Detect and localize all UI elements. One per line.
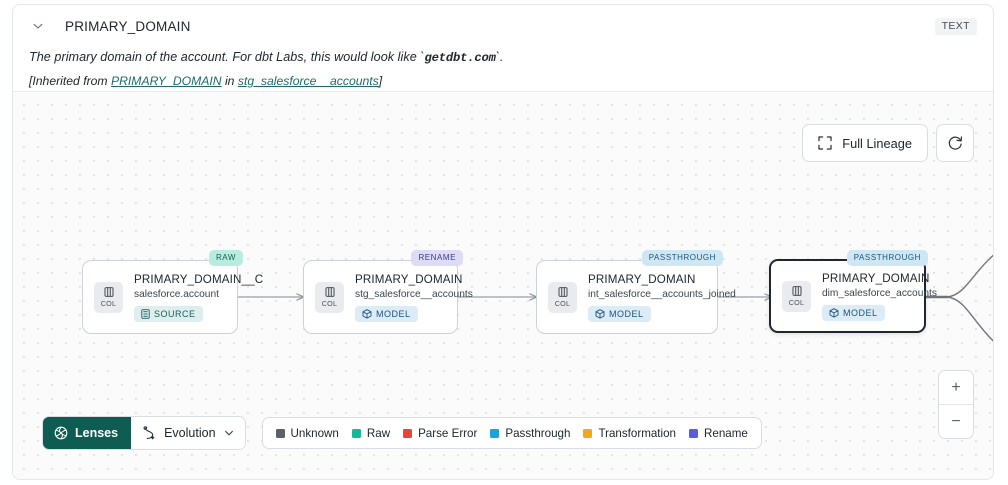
evolution-label: Evolution [164,426,216,440]
column-type-chip: COL [94,281,123,313]
legend-item-parse-error: Parse Error [403,427,477,440]
legend-item-raw: Raw [351,426,391,440]
column-chip-label: COL [321,299,338,308]
database-icon [141,308,150,319]
column-type-chip: COL [548,281,577,313]
node-title: PRIMARY_DOMAIN [588,272,696,286]
column-icon [324,287,335,297]
legend-item-unknown: Unknown [275,426,339,440]
column-type-chip: COL [782,280,811,312]
refresh-button[interactable] [936,124,974,162]
node-type-label: MODEL [609,308,644,319]
legend-item-transformation: Transformation [583,427,676,440]
node-type-label: SOURCE [154,308,196,319]
node-kind-badge: RENAME [411,250,463,266]
lineage-legend: Unknown Raw Parse Error Passthrough Tran… [261,417,762,449]
lineage-node-int-salesforce-accounts-joined[interactable]: PASSTHROUGH COL PRIMARY_DOMAIN int_sales… [536,250,736,334]
column-description: The primary domain of the account. For d… [29,50,977,65]
legend-label: Raw [366,426,391,440]
legend-label: Passthrough [505,426,571,440]
zoom-in-button[interactable]: + [939,371,973,405]
status-badge: TEXT [934,18,977,35]
lens-group: Lenses Evolution [42,416,246,450]
description-code: getdbt.com [424,51,496,65]
legend-label: Transformation [598,426,677,440]
node-kind-badge: RAW [208,250,243,266]
full-lineage-label: Full Lineage [842,135,912,151]
expand-icon [818,136,832,150]
node-kind-badge: PASSTHROUGH [641,250,723,266]
chevron-down-icon[interactable] [31,19,45,33]
legend-label: Unknown [290,426,339,440]
lineage-edges [238,254,993,342]
legend-swatch [490,428,500,438]
node-body: PRIMARY_DOMAIN__C salesforce.account SOU… [134,273,263,322]
node-type-label: MODEL [843,307,878,318]
column-icon [557,287,568,297]
node-subtitle: stg_salesforce__accounts [355,288,473,300]
legend-item-passthrough: Passthrough [490,427,570,440]
node-type-pill: MODEL [822,304,885,321]
inherited-from-line: [Inherited from PRIMARY_DOMAIN in stg_sa… [29,74,977,88]
lineage-node-primary-domain-c[interactable]: RAW COL PRIMARY_DOMAIN__C salesforce.acc… [82,250,263,334]
description-suffix: `. [495,50,504,64]
legend-swatch [583,428,593,438]
inherited-prefix: [Inherited from [29,74,111,88]
zoom-controls: + − [938,370,974,439]
legend-label: Rename [704,426,748,440]
inherited-model-link[interactable]: stg_salesforce__accounts [237,74,379,88]
legend-label: Parse Error [418,426,478,440]
description-prefix: The primary domain of the account. For d… [29,50,425,64]
node-type-pill: MODEL [355,305,418,322]
legend-swatch [689,428,699,438]
column-type-chip: COL [315,281,344,313]
full-lineage-button[interactable]: Full Lineage [802,124,928,162]
node-subtitle: int_salesforce__accounts_joined [588,288,736,300]
column-chip-label: COL [788,298,805,307]
column-icon [103,287,114,297]
chevron-down-icon [223,427,235,439]
legend-swatch [403,428,413,438]
node-kind-badge: PASSTHROUGH [846,250,928,266]
column-lineage-panel: PRIMARY_DOMAIN TEXT The primary domain o… [12,4,994,480]
canvas-bottom-bar: Lenses Evolution [42,416,762,450]
refresh-icon [947,135,964,152]
canvas-top-controls: Full Lineage [802,124,974,162]
column-chip-label: COL [554,299,571,308]
panel-header: PRIMARY_DOMAIN TEXT The primary domain o… [13,5,993,91]
cube-icon [595,308,605,319]
cube-icon [829,307,839,318]
evolution-icon [142,425,157,441]
node-subtitle: dim_salesforce_accounts [822,287,937,299]
evolution-dropdown[interactable]: Evolution [131,417,245,449]
inherited-mid: in [221,74,238,88]
lenses-label: Lenses [75,426,119,440]
lineage-node-dim-salesforce-accounts[interactable]: PASSTHROUGH COL PRIMARY_DOMAIN dim_sales… [769,250,937,333]
lineage-node-stg-salesforce-accounts[interactable]: RENAME COL PRIMARY_DOMAIN stg_salesforce… [303,250,473,334]
node-title: PRIMARY_DOMAIN [355,272,463,286]
node-subtitle: salesforce.account [134,288,219,300]
title-row: PRIMARY_DOMAIN [29,15,977,37]
column-chip-label: COL [100,299,117,308]
node-type-label: MODEL [376,308,411,319]
lenses-button[interactable]: Lenses [43,417,132,449]
aperture-icon [54,426,68,440]
node-title: PRIMARY_DOMAIN [822,271,930,285]
node-body: PRIMARY_DOMAIN dim_salesforce_accounts M… [822,272,937,321]
node-body: PRIMARY_DOMAIN stg_salesforce__accounts … [355,273,473,322]
legend-item-rename: Rename [689,427,748,440]
column-icon [791,286,802,296]
node-type-pill: MODEL [588,305,651,322]
page-title: PRIMARY_DOMAIN [65,18,191,34]
node-body: PRIMARY_DOMAIN int_salesforce__accounts_… [588,273,736,322]
node-title: PRIMARY_DOMAIN__C [134,272,264,286]
node-type-pill: SOURCE [134,305,203,322]
legend-swatch [275,428,285,438]
inherited-column-link[interactable]: PRIMARY_DOMAIN [110,74,222,88]
legend-swatch [351,428,361,438]
inherited-suffix: ] [378,74,383,88]
zoom-out-button[interactable]: − [951,412,961,430]
cube-icon [362,308,372,319]
lineage-canvas[interactable]: Full Lineage + − RAW [13,91,993,479]
